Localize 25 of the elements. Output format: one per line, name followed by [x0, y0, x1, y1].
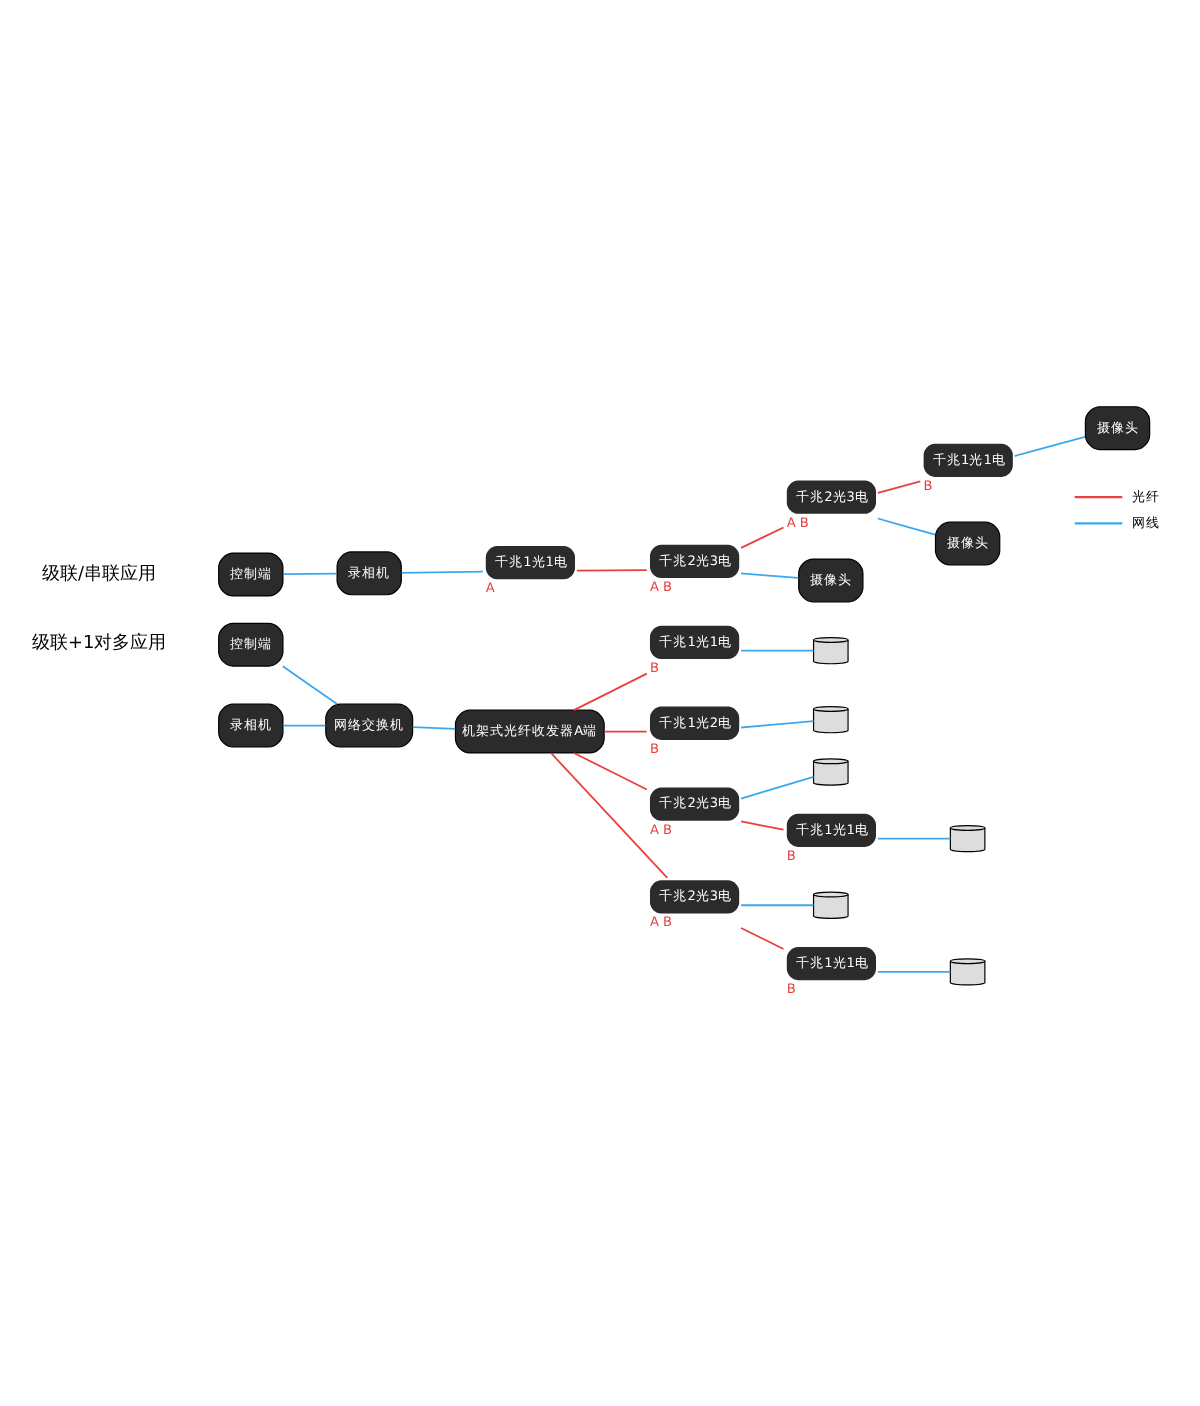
connector — [400, 570, 484, 574]
label: 级联+1对多应用 — [31, 633, 167, 654]
connector — [573, 752, 648, 791]
connector — [740, 775, 815, 800]
connector — [740, 720, 815, 729]
label: 级联/串联应用 — [42, 564, 157, 585]
connector — [603, 730, 648, 733]
connector — [282, 724, 327, 727]
connector — [740, 927, 785, 950]
connector — [282, 572, 338, 576]
connector — [740, 820, 785, 831]
connector — [877, 837, 952, 840]
connector — [1013, 435, 1086, 457]
connector — [877, 480, 922, 494]
connector — [740, 649, 815, 652]
connector — [740, 904, 815, 907]
connector — [573, 672, 648, 711]
connector — [281, 665, 338, 705]
connector — [411, 726, 457, 730]
connector — [877, 517, 936, 536]
connector — [740, 526, 785, 549]
connector — [576, 569, 648, 572]
connector — [740, 572, 800, 579]
connector — [877, 971, 952, 973]
connector — [550, 752, 669, 879]
